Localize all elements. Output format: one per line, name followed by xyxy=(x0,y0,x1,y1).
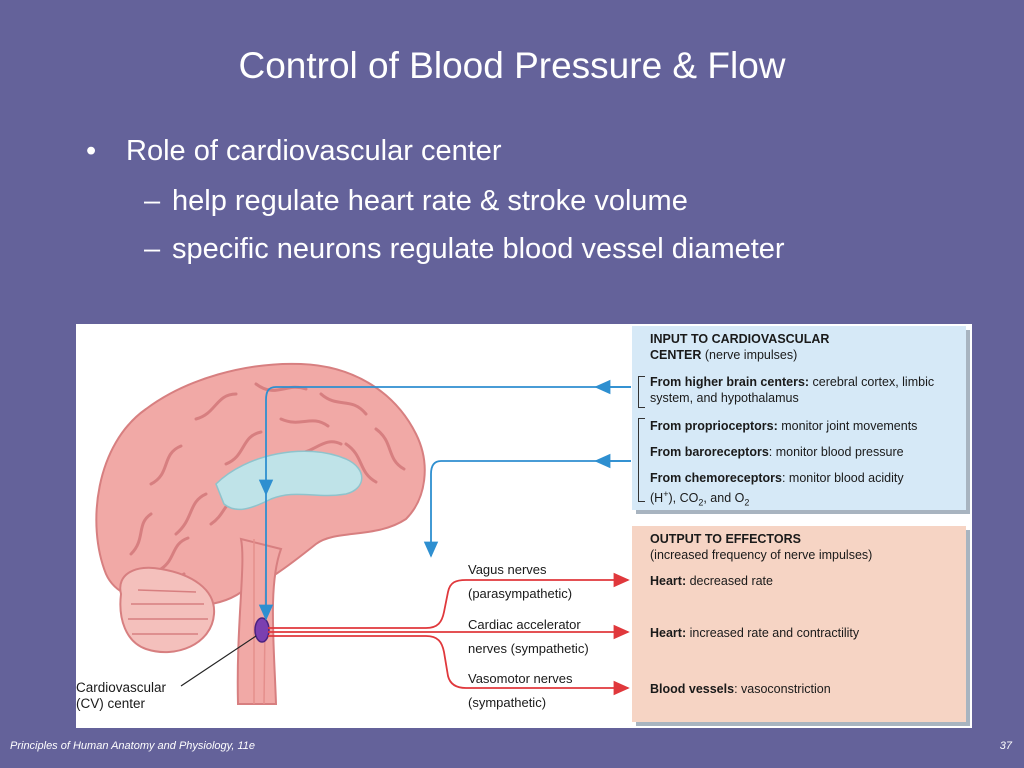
output-item-label: Heart: xyxy=(650,574,687,588)
input-item-label: From baroreceptors xyxy=(650,445,769,459)
input-item-label: From chemoreceptors xyxy=(650,471,782,485)
input-nerve-arrows xyxy=(258,379,631,621)
bracket xyxy=(638,376,645,408)
vasomotor-nerves-type: (sympathetic) xyxy=(468,695,547,710)
output-item-label: Blood vessels xyxy=(650,682,735,696)
bullet-marker: • xyxy=(86,135,97,167)
cardiac-accelerator-type: nerves (sympathetic) xyxy=(468,641,589,656)
cv-center-marker xyxy=(254,617,270,643)
slide-title: Control of Blood Pressure & Flow xyxy=(238,45,786,86)
input-item-chemoreceptors: From chemoreceptors: monitor blood acidi… xyxy=(650,470,966,511)
cv-center-leader-line xyxy=(180,635,257,687)
output-panel-subheading: (increased frequency of nerve impulses) xyxy=(650,548,873,562)
bullet-text: help regulate heart rate & stroke volume xyxy=(172,185,688,217)
input-item-label: From proprioceptors: xyxy=(650,419,778,433)
output-item-blood-vessels: Blood vessels: vasoconstriction xyxy=(650,681,966,697)
chemo-text: , and O xyxy=(703,491,745,506)
cv-center-label-line: (CV) center xyxy=(76,696,146,711)
output-item-heart-rate: Heart: decreased rate xyxy=(650,573,966,589)
page-number: 37 xyxy=(999,740,1012,752)
input-panel-heading-word: CENTER xyxy=(650,348,702,362)
input-item-baroreceptors: From baroreceptors: monitor blood pressu… xyxy=(650,444,966,460)
output-panel-heading: OUTPUT TO EFFECTORS xyxy=(650,532,801,546)
input-item-text: : monitor blood acidity xyxy=(781,471,904,485)
output-item-text: decreased rate xyxy=(686,574,773,588)
input-item-higher-brain: From higher brain centers: cerebral cort… xyxy=(650,374,966,406)
input-panel: INPUT TO CARDIOVASCULAR CENTER (nerve im… xyxy=(632,326,966,510)
bracket xyxy=(638,418,645,502)
output-item-heart-contractility: Heart: increased rate and contractility xyxy=(650,625,966,641)
bullet-marker: – xyxy=(144,233,161,265)
output-item-text: increased rate and contractility xyxy=(686,626,860,640)
brain-illustration xyxy=(95,362,426,705)
bullet-marker: – xyxy=(144,185,161,217)
input-panel-heading-line2: CENTER (nerve impulses) xyxy=(650,348,797,362)
output-item-text: : vasoconstriction xyxy=(734,682,831,696)
chemo-text: (H xyxy=(650,491,664,506)
input-item-text: cerebral cortex, limbic system, and hypo… xyxy=(650,375,935,405)
sub-bullet-item: –help regulate heart rate & stroke volum… xyxy=(144,185,688,218)
vagus-nerves-type: (parasympathetic) xyxy=(468,586,573,601)
chemo-subscript: 2 xyxy=(698,497,704,508)
output-panel: OUTPUT TO EFFECTORS (increased frequency… xyxy=(632,526,966,722)
input-panel-subheading: (nerve impulses) xyxy=(704,348,798,362)
footer-source: Principles of Human Anatomy and Physiolo… xyxy=(10,740,255,752)
sub-bullet-item: –specific neurons regulate blood vessel … xyxy=(144,233,785,266)
output-item-label: Heart: xyxy=(650,626,687,640)
input-panel-heading: INPUT TO CARDIOVASCULAR xyxy=(650,332,830,346)
input-item-text: monitor joint movements xyxy=(777,419,918,433)
chemo-subscript: 2 xyxy=(744,497,750,508)
vagus-nerves-label: Vagus nerves xyxy=(468,562,547,577)
cardiac-accelerator-label: Cardiac accelerator xyxy=(468,617,581,632)
output-nerve-arrows xyxy=(268,572,630,696)
vasomotor-nerves-label: Vasomotor nerves xyxy=(468,671,573,686)
cv-center-label-line: Cardiovascular xyxy=(76,680,167,695)
bullet-text: specific neurons regulate blood vessel d… xyxy=(172,233,785,265)
chemo-superscript: + xyxy=(663,489,669,499)
bullet-text: Role of cardiovascular center xyxy=(126,135,502,167)
input-item-label: From higher brain centers: xyxy=(650,375,810,389)
figure-illustration xyxy=(95,362,631,705)
chemo-text: ), CO xyxy=(668,491,699,506)
cv-center-label: Cardiovascular (CV) center xyxy=(76,680,166,712)
input-item-text: : monitor blood pressure xyxy=(768,445,904,459)
bullet-item: • Role of cardiovascular center xyxy=(86,135,502,168)
cardiovascular-center-figure: INPUT TO CARDIOVASCULAR CENTER (nerve im… xyxy=(76,324,972,728)
input-item-proprioceptors: From proprioceptors: monitor joint movem… xyxy=(650,418,966,434)
